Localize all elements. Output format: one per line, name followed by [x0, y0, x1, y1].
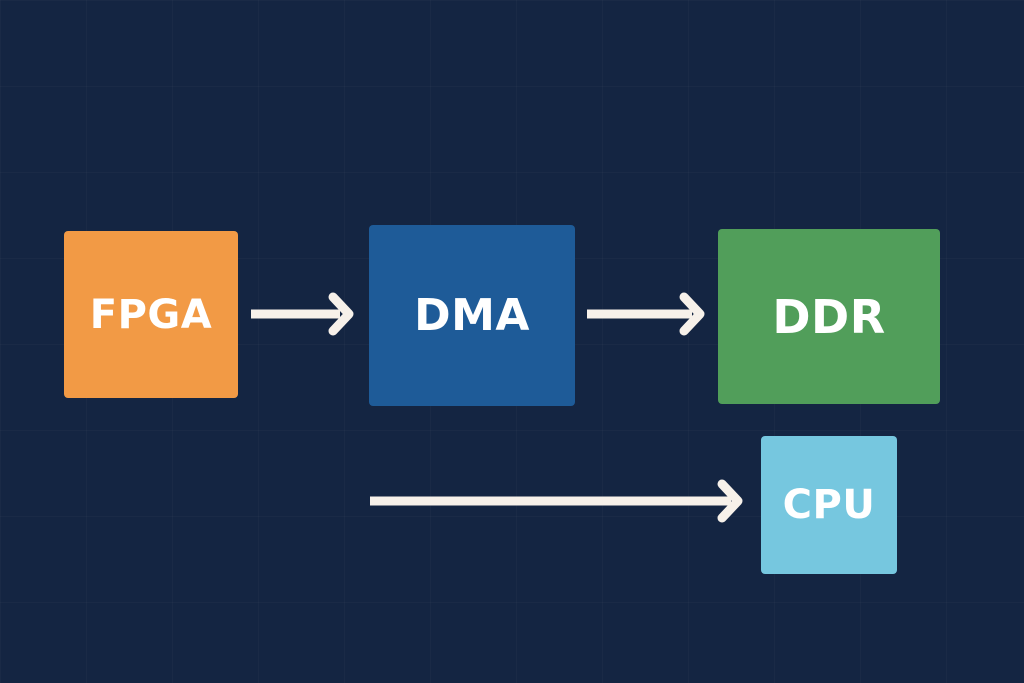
- cpu-block: CPU: [761, 436, 897, 574]
- ddr-block: DDR: [718, 229, 940, 404]
- fpga-block: FPGA: [64, 231, 238, 398]
- arrow-fpga-to-dma-head: [328, 292, 354, 336]
- arrow-dma-to-ddr: [587, 292, 705, 336]
- dma-block: DMA: [369, 225, 575, 406]
- ddr-label: DDR: [772, 289, 886, 344]
- arrow-to-cpu: [370, 479, 743, 523]
- arrow-fpga-to-dma: [251, 292, 354, 336]
- cpu-label: CPU: [782, 482, 876, 528]
- arrow-to-cpu-head: [717, 479, 743, 523]
- arrow-dma-to-ddr-head: [679, 292, 705, 336]
- dma-label: DMA: [414, 290, 530, 341]
- fpga-label: FPGA: [89, 291, 213, 338]
